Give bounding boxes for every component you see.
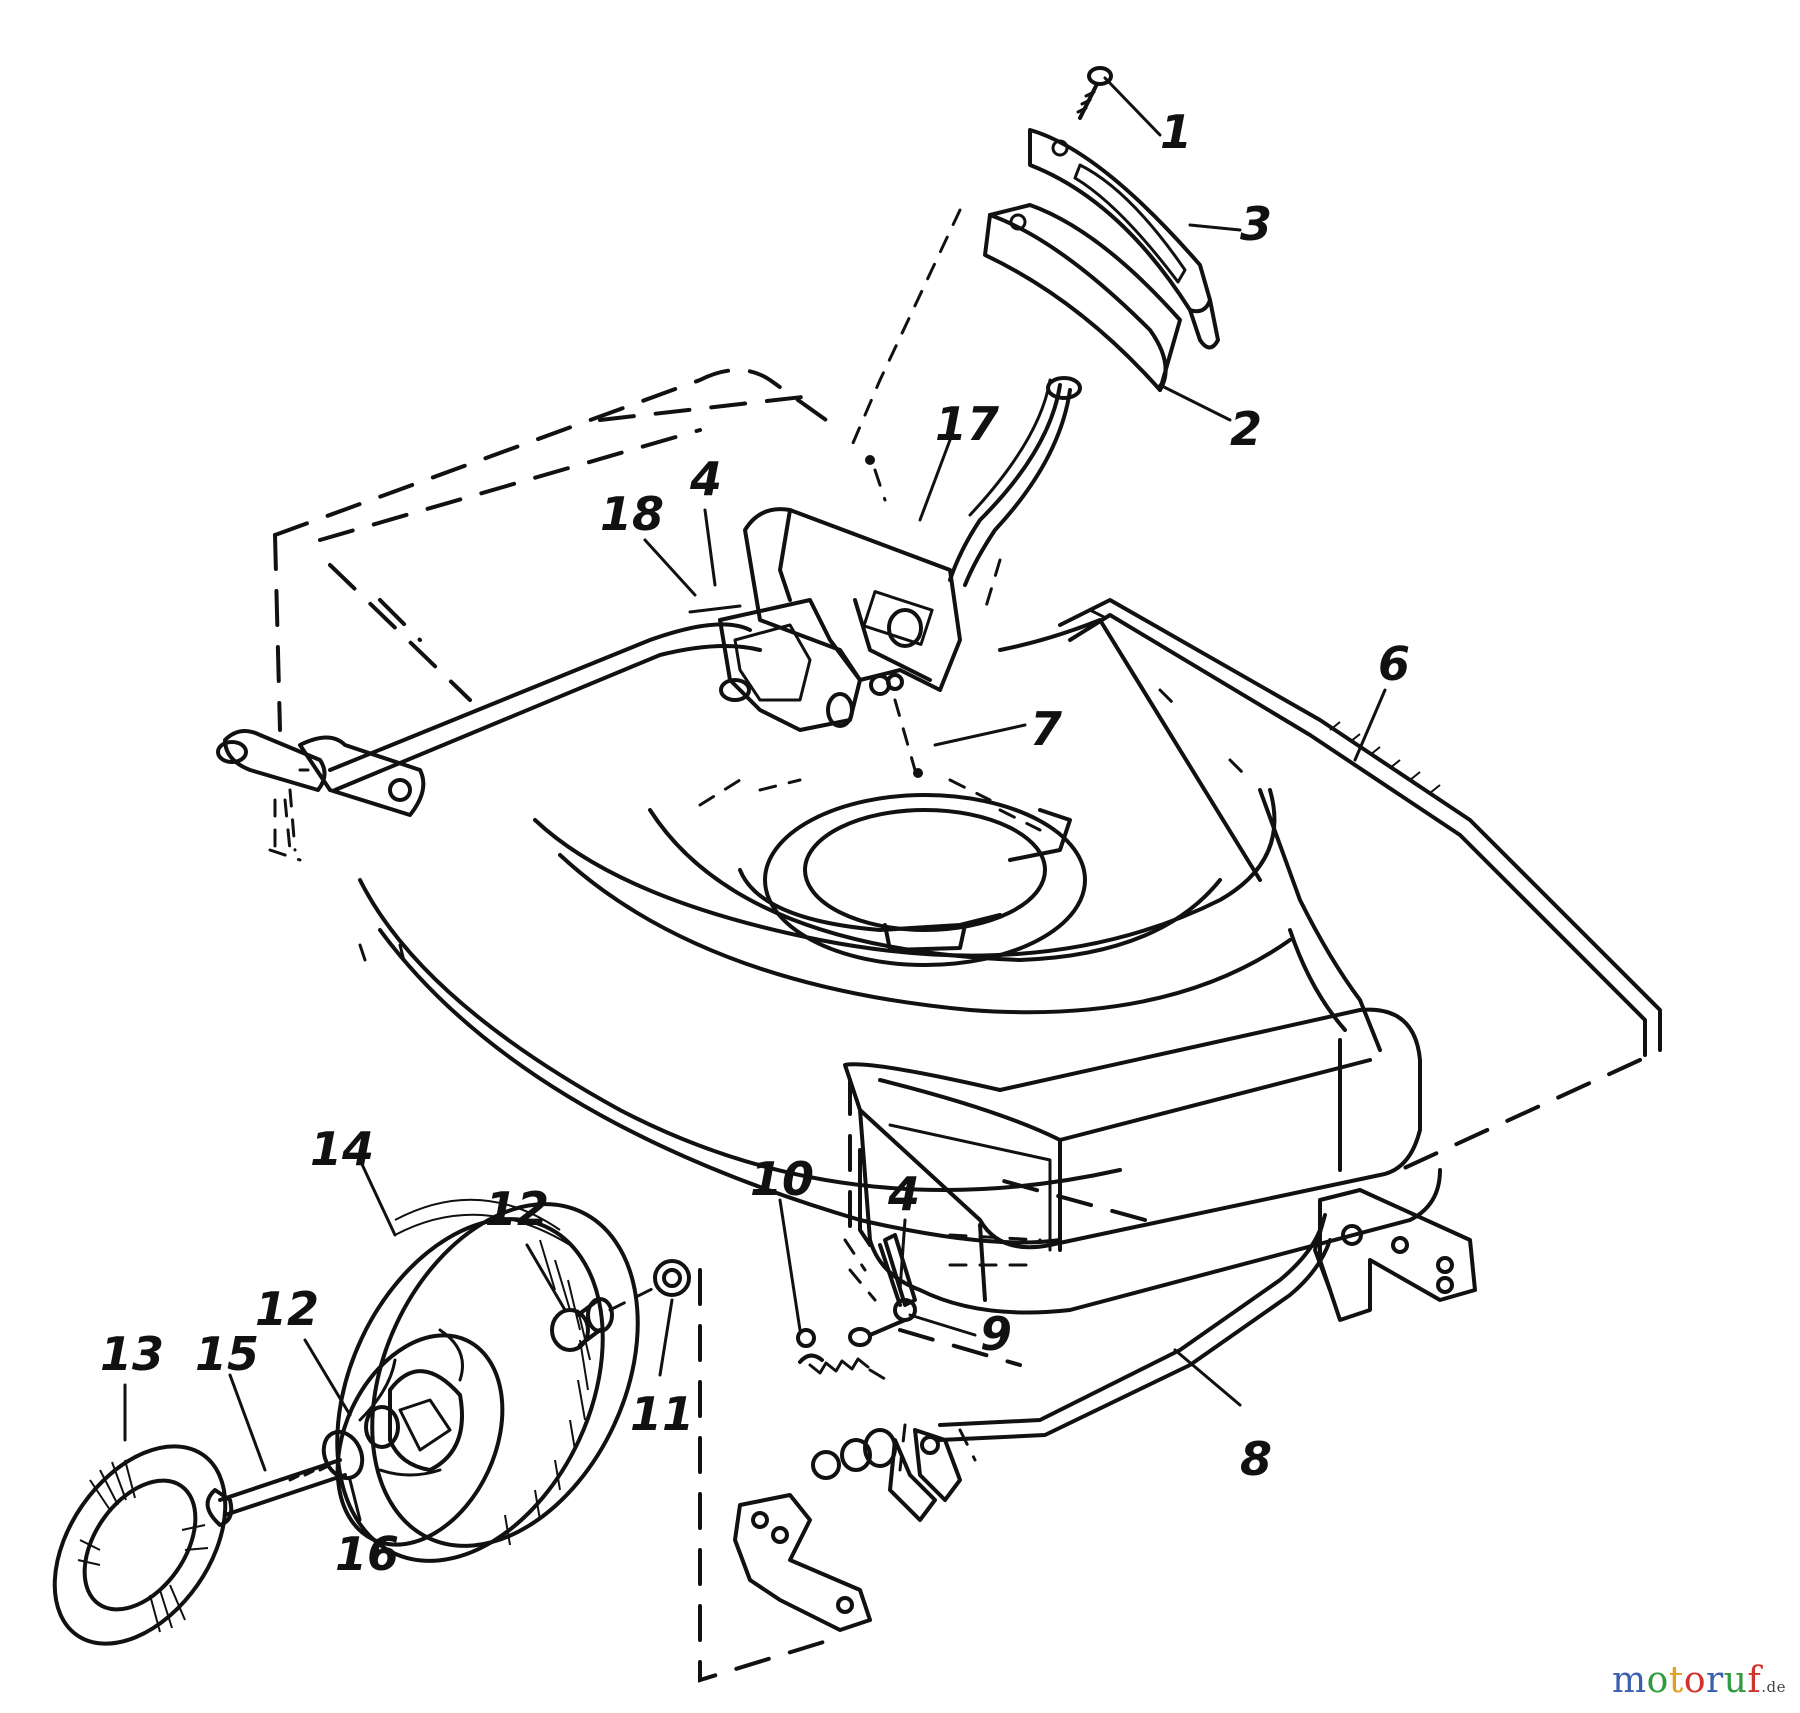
part-label-4-top: 4 xyxy=(689,452,722,506)
control-rod-and-pivot xyxy=(216,208,962,862)
part-label-12-left: 12 xyxy=(255,1282,319,1336)
watermark-letter: u xyxy=(1723,1660,1748,1701)
part-label-10: 10 xyxy=(750,1152,814,1206)
handle-bracket-parts xyxy=(983,66,1220,392)
watermark-letter: m xyxy=(1612,1660,1647,1701)
watermark-letter: o xyxy=(1646,1660,1669,1701)
watermark-letter: f xyxy=(1747,1660,1762,1701)
engine-throttle-assembly xyxy=(688,376,1082,778)
part-label-7: 7 xyxy=(1030,702,1062,756)
watermark-letter: r xyxy=(1706,1660,1724,1701)
part-label-17: 17 xyxy=(935,397,999,451)
part-label-18: 18 xyxy=(600,487,664,541)
leader-lines xyxy=(123,76,1387,1522)
part-label-3: 3 xyxy=(1240,197,1272,251)
watermark-tld: .de xyxy=(1761,1678,1786,1696)
part-label-16: 16 xyxy=(335,1527,399,1581)
part-label-8: 8 xyxy=(1240,1432,1272,1486)
watermark-logo: motoruf.de xyxy=(1612,1660,1786,1701)
part-label-9: 9 xyxy=(980,1307,1012,1361)
part-label-14: 14 xyxy=(310,1122,374,1176)
part-labels: 1 3 2 17 4 18 6 7 10 4 9 8 14 12 12 11 1… xyxy=(100,105,1410,1581)
part-label-6: 6 xyxy=(1378,637,1410,691)
watermark-letter: t xyxy=(1668,1660,1684,1701)
part-label-13: 13 xyxy=(100,1327,164,1381)
rear-axle-assembly xyxy=(733,1148,1477,1632)
mower-deck-housing xyxy=(358,608,1442,1315)
part-label-4-bottom: 4 xyxy=(887,1167,920,1221)
part-label-15: 15 xyxy=(195,1327,259,1381)
watermark-text: motoruf xyxy=(1612,1660,1761,1701)
rear-bail-rod xyxy=(1058,598,1662,1172)
part-label-2: 2 xyxy=(1230,402,1262,456)
front-wheel-assembly xyxy=(52,1078,852,1683)
part-label-12-right: 12 xyxy=(485,1182,549,1236)
part-label-1: 1 xyxy=(1160,105,1192,159)
watermark-letter: o xyxy=(1683,1660,1707,1701)
part-label-11: 11 xyxy=(630,1387,694,1441)
